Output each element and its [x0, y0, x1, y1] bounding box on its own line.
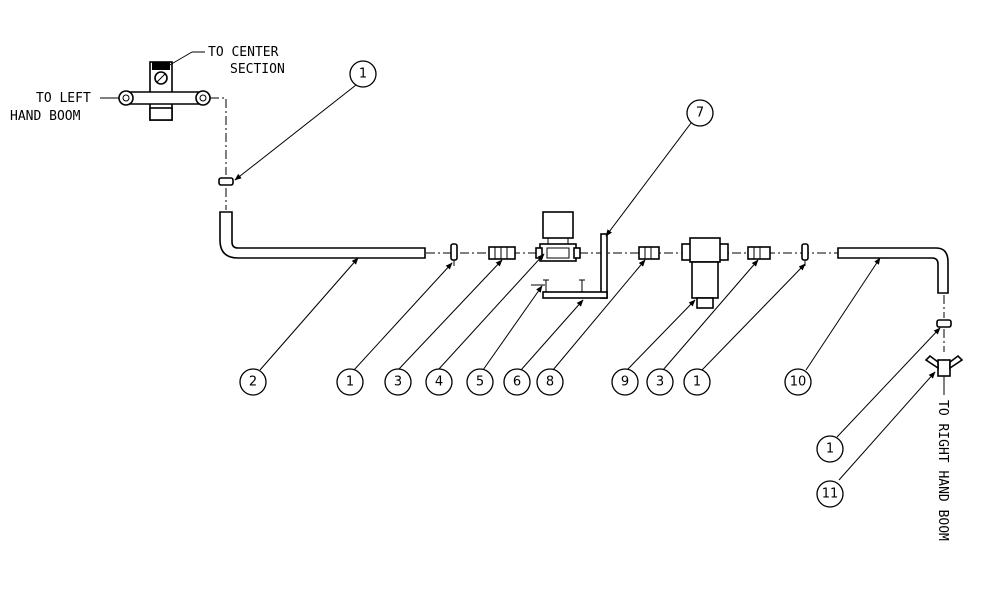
callout-3-b: 3	[646, 368, 674, 396]
hose-left	[219, 211, 426, 259]
mounting-bracket	[542, 233, 608, 299]
callout-1-c: 1	[816, 435, 844, 463]
callout-10: 10	[784, 368, 812, 396]
hose-clamp-c	[936, 319, 952, 328]
callout-3-a: 3	[384, 368, 412, 396]
callout-5: 5	[466, 368, 494, 396]
svg-text:1: 1	[346, 375, 354, 390]
callout-1-top: 1	[349, 60, 377, 88]
svg-text:9: 9	[621, 375, 629, 390]
svg-text:1: 1	[693, 375, 701, 390]
callout-8: 8	[536, 368, 564, 396]
hose-barb-fitting-b	[638, 246, 660, 260]
svg-text:3: 3	[656, 375, 664, 390]
hose-clamp-b	[801, 243, 809, 266]
hose-barb-fitting-a	[488, 246, 516, 260]
callout-6: 6	[503, 368, 531, 396]
callout-2: 2	[239, 368, 267, 396]
callout-1-a: 1	[336, 368, 364, 396]
flow-line-top	[210, 97, 227, 175]
svg-text:2: 2	[249, 375, 257, 390]
note-to-right-hand-boom: TO RIGHT HAND BOOM	[935, 400, 950, 541]
callout-7: 7	[686, 99, 714, 127]
svg-text:8: 8	[546, 375, 554, 390]
line-strainer	[681, 237, 729, 309]
svg-text:1: 1	[826, 442, 834, 457]
callout-1-b: 1	[683, 368, 711, 396]
svg-text:4: 4	[435, 375, 443, 390]
svg-text:6: 6	[513, 375, 521, 390]
svg-text:11: 11	[822, 487, 839, 502]
svg-text:3: 3	[394, 375, 402, 390]
note-to-center-section: TO CENTER SECTION	[167, 45, 285, 77]
to-center-label-1: TO CENTER	[208, 45, 279, 60]
svg-text:1: 1	[359, 67, 367, 82]
svg-text:10: 10	[790, 375, 807, 390]
hose-right	[837, 247, 949, 294]
leader-lines	[234, 84, 941, 481]
to-right-label: TO RIGHT HAND BOOM	[935, 400, 950, 541]
hose-barb-fitting-c	[747, 246, 771, 260]
callout-4: 4	[425, 368, 453, 396]
callout-11: 11	[816, 480, 844, 508]
boom-end-fitting	[924, 354, 964, 395]
note-to-left-hand-boom: TO LEFT HAND BOOM	[10, 91, 119, 124]
svg-text:7: 7	[696, 106, 704, 121]
hose-clamp-a	[450, 243, 458, 266]
to-left-label-2: HAND BOOM	[10, 109, 81, 124]
to-center-label-2: SECTION	[230, 62, 285, 77]
to-left-label-1: TO LEFT	[36, 91, 91, 106]
callout-9: 9	[611, 368, 639, 396]
electric-valve	[535, 211, 581, 262]
boom-manifold	[118, 61, 211, 121]
svg-text:5: 5	[476, 375, 484, 390]
hose-clamp-top	[218, 177, 234, 186]
